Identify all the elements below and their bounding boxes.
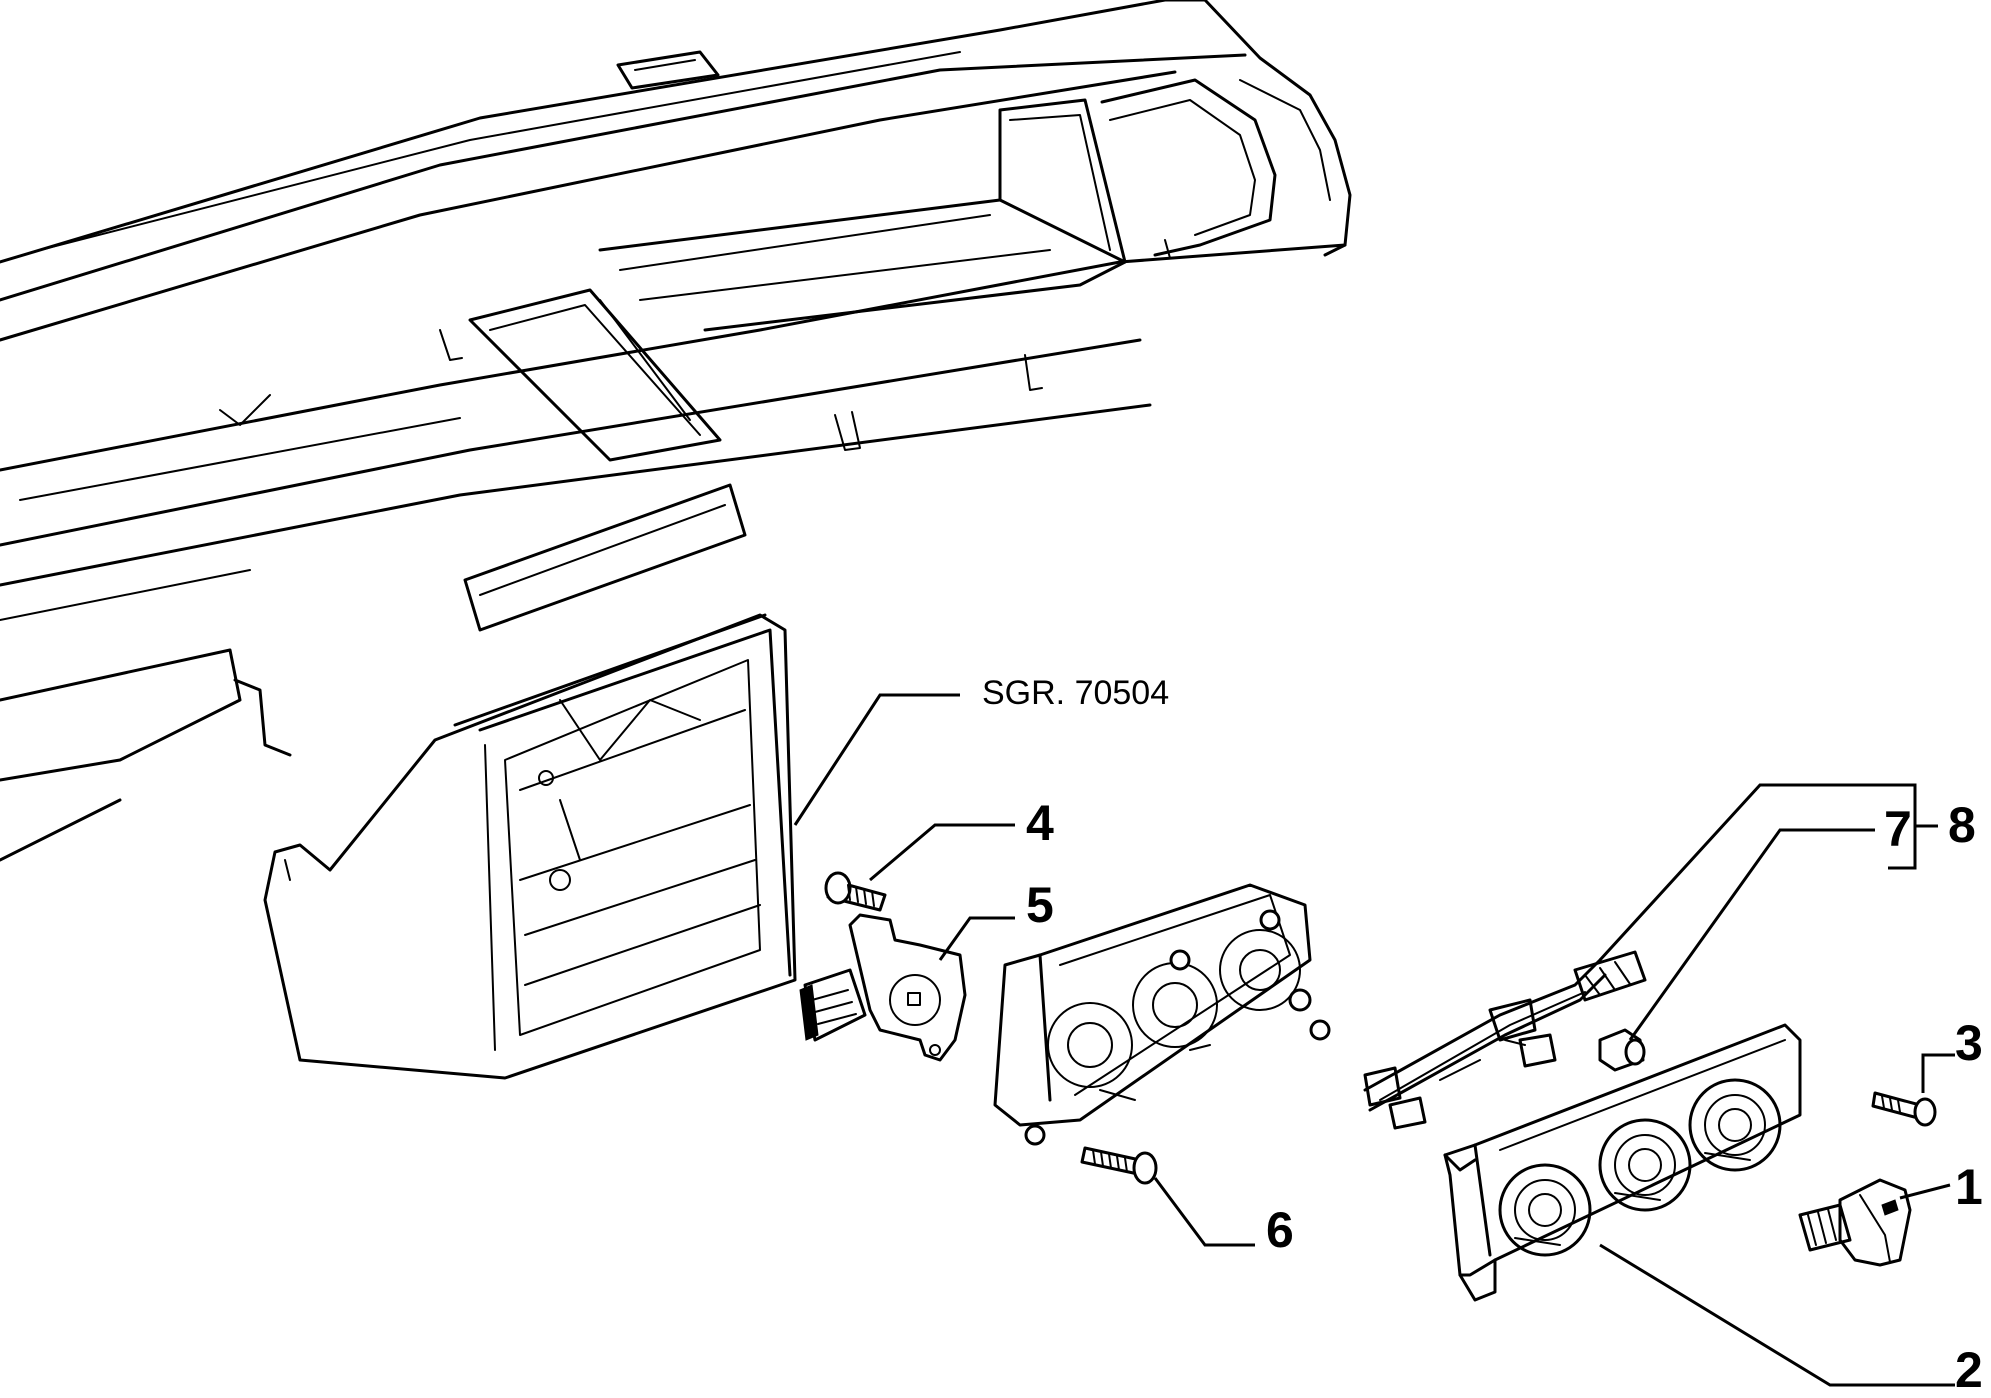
callout-7: 7 xyxy=(1884,801,1912,857)
leader-6 xyxy=(1153,1177,1255,1247)
callout-5: 5 xyxy=(1026,877,1054,933)
leader-2 xyxy=(1599,1243,1955,1387)
part-4-screw xyxy=(824,871,887,912)
callout-4: 4 xyxy=(1026,795,1054,851)
part-7-bulb xyxy=(1598,1028,1646,1072)
callout-3: 3 xyxy=(1955,1015,1983,1071)
callout-2: 2 xyxy=(1955,1342,1983,1398)
leader-4 xyxy=(869,823,1015,882)
leader-8a xyxy=(1598,783,1915,962)
part-1-knob xyxy=(1798,1178,1912,1267)
reference-label: SGR. 70504 xyxy=(982,674,1170,712)
part-3-screw xyxy=(1871,1091,1937,1127)
callout-1: 1 xyxy=(1955,1159,1983,1215)
part-5-switch xyxy=(799,913,967,1062)
leader-3 xyxy=(1921,1053,1955,1093)
leader-1 xyxy=(1899,1183,1951,1200)
leader-5 xyxy=(938,916,1015,961)
callout-6: 6 xyxy=(1266,1202,1294,1258)
center-console-bracket xyxy=(263,613,797,1080)
leader-sgr xyxy=(793,693,960,826)
control-panel-housing xyxy=(993,883,1331,1146)
dashboard-panel xyxy=(0,0,1352,862)
part-8-wiring-harness xyxy=(1363,950,1647,1130)
leader-7 xyxy=(1628,828,1875,1041)
callout-8: 8 xyxy=(1948,797,1976,853)
part-6-screw xyxy=(1080,1146,1158,1185)
part-2-front-panel xyxy=(1443,1023,1802,1302)
